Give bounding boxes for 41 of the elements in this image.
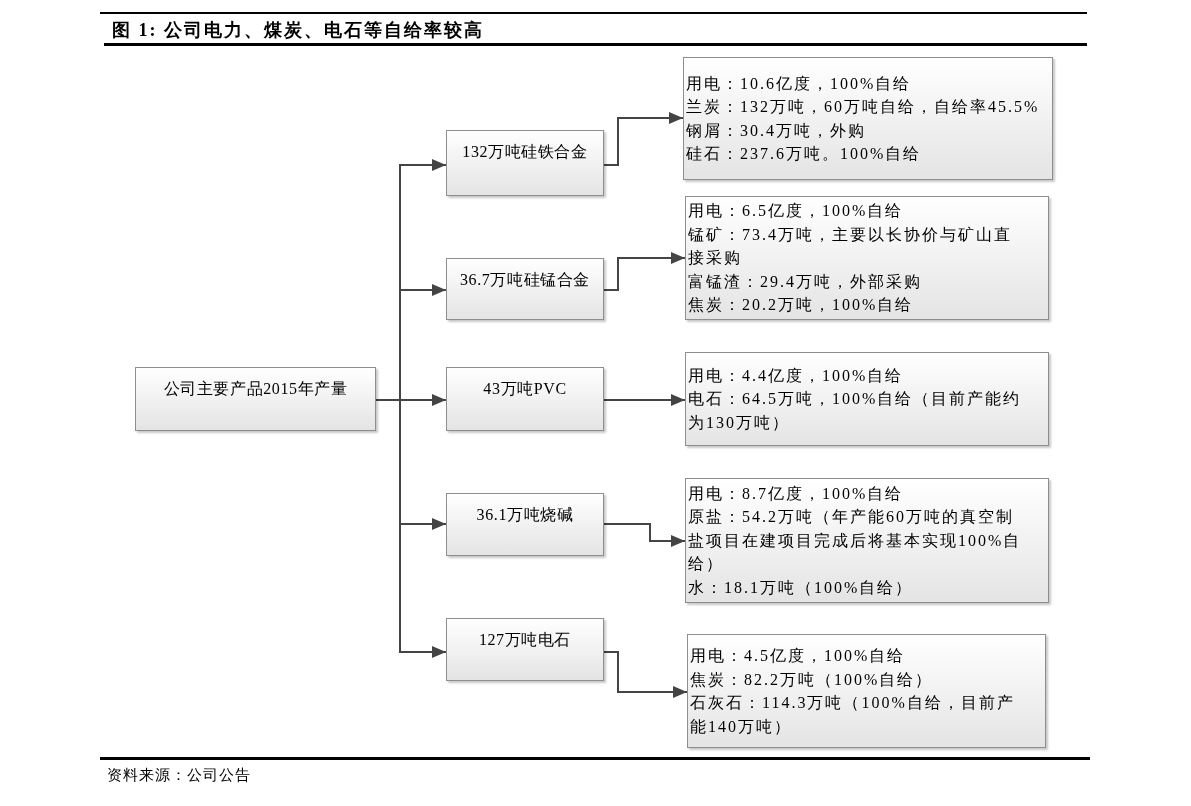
- process-box: [685, 352, 1049, 446]
- connector-arrow: [603, 112, 684, 166]
- box-text: 用电：10.6亿度，100%自给: [686, 73, 912, 94]
- process-box: [446, 618, 604, 681]
- connector-arrow: [603, 252, 686, 291]
- box-text: 127万吨电石: [478, 630, 572, 650]
- process-box: [446, 258, 604, 320]
- process-box: [685, 478, 1049, 603]
- process-box: [446, 130, 604, 196]
- box-text: 钢屑：30.4万吨，外购: [686, 120, 866, 141]
- source-note: 资料来源：公司公告: [107, 766, 251, 785]
- box-text: 电石：64.5万吨，100%自给（目前产能约为130万吨）: [688, 389, 1023, 433]
- box-text: 石灰石：114.3万吨（100%自给，目前产能140万吨）: [690, 693, 1016, 737]
- connector-arrow: [603, 394, 686, 406]
- box-text: 用电：4.4亿度，100%自给: [688, 365, 904, 386]
- process-box: [685, 196, 1049, 320]
- connector-arrow: [603, 523, 686, 547]
- connector-arrow: [603, 651, 688, 698]
- box-text: 36.1万吨烧碱: [476, 505, 574, 525]
- box-text: 焦炭：20.2万吨，100%自给: [688, 295, 914, 316]
- box-text: 焦炭：82.2万吨（100%自给）: [690, 669, 934, 690]
- box-text: 锰矿：73.4万吨，主要以长协价与矿山直接采购: [688, 224, 1013, 269]
- process-box: [683, 57, 1053, 180]
- box-text: 水：18.1万吨（100%自给）: [688, 577, 914, 598]
- box-text: 公司主要产品2015年产量: [163, 379, 348, 399]
- process-box: [446, 367, 604, 431]
- process-box: [135, 367, 376, 431]
- box-text: 用电：4.5亿度，100%自给: [690, 646, 906, 666]
- box-text: 43万吨PVC: [483, 379, 567, 399]
- connector-arrow: [375, 399, 447, 658]
- box-text: 用电：6.5亿度，100%自给: [688, 201, 904, 222]
- box-text: 用电：8.7亿度，100%自给: [688, 483, 904, 504]
- box-text: 36.7万吨硅锰合金: [460, 270, 590, 290]
- box-text: 富锰渣：29.4万吨，外部采购: [688, 271, 922, 292]
- box-text: 硅石：237.6万吨。100%自给: [686, 144, 922, 164]
- figure-title: 图 1: 公司电力、煤炭、电石等自给率较高: [112, 19, 484, 42]
- process-box: [446, 493, 604, 556]
- box-text: 132万吨硅铁合金: [462, 142, 588, 162]
- box-text: 兰炭：132万吨，60万吨自给，自给率45.5%: [686, 97, 1040, 117]
- process-box: [687, 634, 1046, 748]
- box-text: 原盐：54.2万吨（年产能60万吨的真空制盐项目在建项目完成后将基本实现100%自给）: [688, 507, 1023, 575]
